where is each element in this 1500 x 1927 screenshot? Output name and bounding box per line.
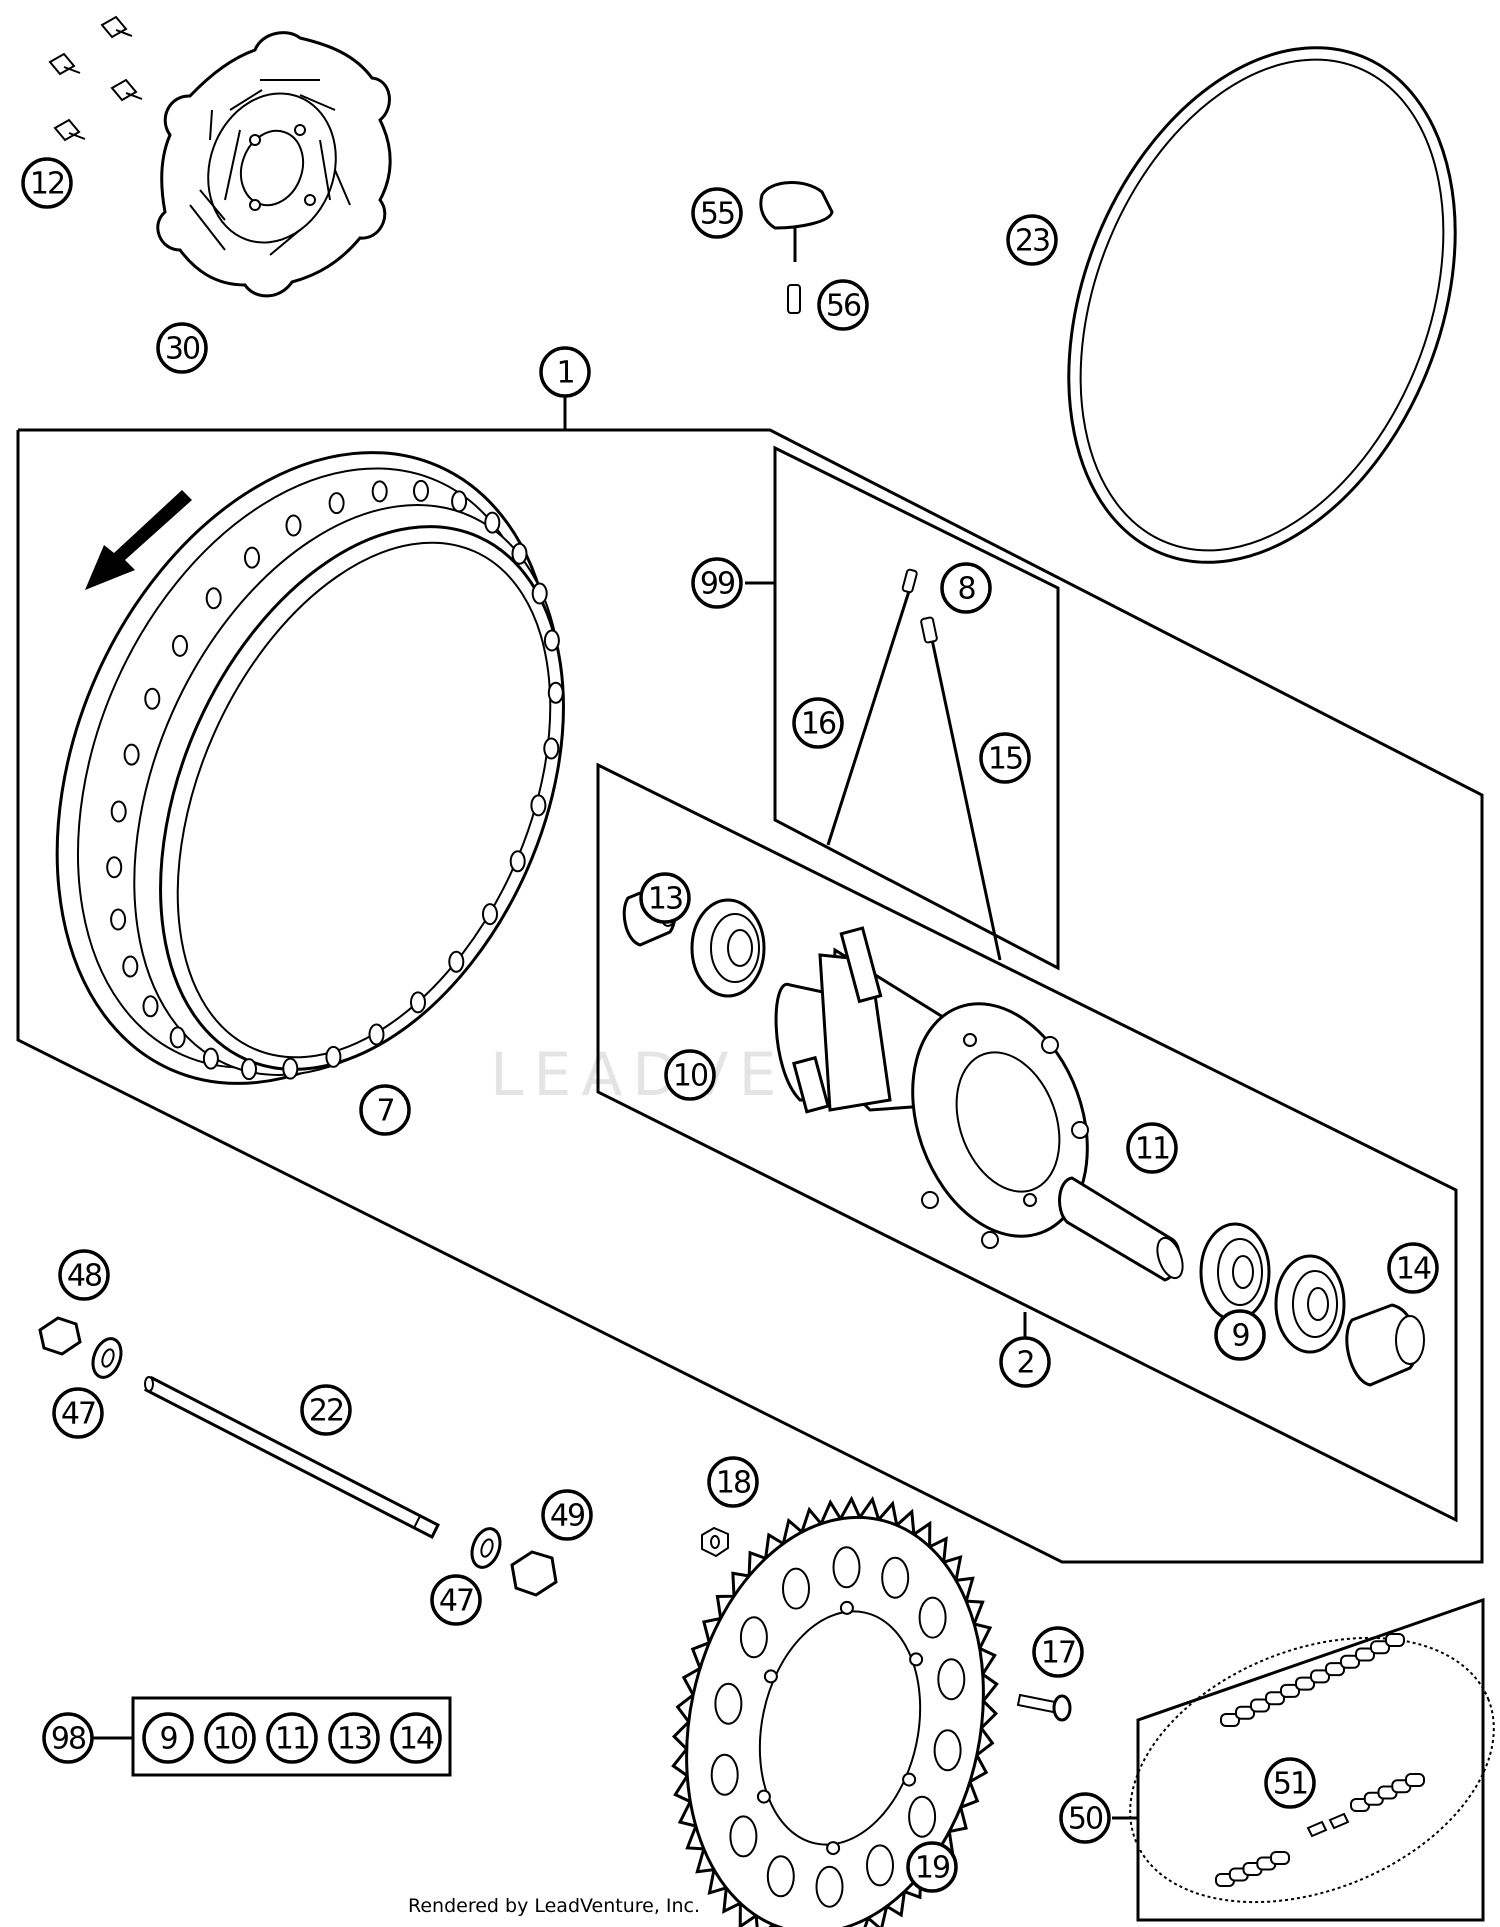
chain-kit-outline (1136, 1597, 1485, 1922)
kit-98-item-9: 9 (142, 1712, 194, 1764)
callout-11: 11 (1126, 1122, 1178, 1174)
callouts: 1278910111213141516171819222330474748495… (21, 157, 1439, 1893)
svg-text:11: 11 (275, 1722, 309, 1757)
callout-50: 50 (1059, 1792, 1111, 1844)
washer-47-left (91, 1337, 123, 1379)
callout-30: 30 (156, 322, 208, 374)
spokes (826, 568, 1002, 961)
callout-98: 98 (42, 1712, 94, 1764)
svg-text:13: 13 (648, 882, 682, 917)
svg-text:16: 16 (801, 707, 836, 742)
svg-text:47: 47 (61, 1397, 95, 1432)
rim-spoke-holes (106, 479, 564, 1081)
callout-47: 47 (430, 1574, 482, 1626)
hub-assembly-outline (596, 762, 1458, 1523)
kit-98-item-11: 11 (266, 1712, 318, 1764)
callout-16: 16 (792, 697, 844, 749)
spoke-kit-outline (773, 445, 1060, 971)
svg-text:14: 14 (1396, 1252, 1431, 1287)
callout-9: 9 (1214, 1309, 1266, 1361)
callout-13: 13 (639, 872, 691, 924)
callout-22: 22 (300, 1384, 352, 1436)
callout-18: 18 (707, 1456, 759, 1508)
svg-text:10: 10 (673, 1059, 708, 1094)
svg-text:8: 8 (957, 572, 975, 607)
callout-99: 99 (691, 557, 743, 609)
svg-text:56: 56 (826, 289, 861, 324)
axle-nut-49 (510, 1550, 558, 1597)
svg-text:99: 99 (700, 567, 734, 602)
callout-7: 7 (359, 1084, 411, 1136)
callout-2: 2 (999, 1336, 1051, 1388)
kit-98-item-10: 10 (204, 1712, 256, 1764)
callout-14: 14 (1387, 1242, 1439, 1294)
callout-10: 10 (664, 1049, 716, 1101)
sprocket-nut (701, 1526, 729, 1558)
svg-text:2: 2 (1016, 1346, 1033, 1381)
disc-screws (48, 15, 143, 142)
washer-47-right (470, 1527, 502, 1569)
svg-text:9: 9 (1231, 1319, 1248, 1354)
callout-15: 15 (979, 732, 1031, 784)
hub (622, 883, 1425, 1387)
svg-text:30: 30 (165, 332, 200, 367)
svg-text:7: 7 (376, 1094, 393, 1129)
callout-55: 55 (691, 187, 743, 239)
svg-text:10: 10 (213, 1722, 248, 1757)
svg-text:19: 19 (915, 1851, 949, 1886)
rim-tape (1067, 46, 1457, 564)
axle-nut-48 (38, 1316, 82, 1356)
svg-text:98: 98 (51, 1722, 86, 1757)
svg-text:23: 23 (1015, 224, 1049, 259)
axle (143, 1375, 441, 1540)
rotation-direction-arrow (85, 490, 192, 590)
callout-48: 48 (58, 1249, 110, 1301)
svg-text:12: 12 (30, 167, 64, 202)
svg-text:17: 17 (1041, 1636, 1075, 1671)
callout-8: 8 (940, 562, 992, 614)
svg-text:14: 14 (399, 1722, 434, 1757)
svg-text:48: 48 (67, 1259, 102, 1294)
wheel-assembly-outline (16, 428, 1484, 1564)
svg-text:47: 47 (439, 1584, 473, 1619)
callout-17: 17 (1032, 1626, 1084, 1678)
svg-text:51: 51 (1273, 1767, 1307, 1802)
svg-text:9: 9 (159, 1722, 176, 1757)
chain (1129, 1633, 1495, 1904)
callout-12: 12 (21, 157, 73, 209)
callout-47: 47 (52, 1387, 104, 1439)
callout-49: 49 (541, 1489, 593, 1541)
credit-text: Rendered by LeadVenture, Inc. (408, 1895, 700, 1917)
svg-text:13: 13 (337, 1722, 371, 1757)
callout-1: 1 (539, 346, 591, 398)
svg-text:55: 55 (700, 197, 734, 232)
svg-text:15: 15 (988, 742, 1022, 777)
svg-text:11: 11 (1135, 1132, 1169, 1167)
callout-51: 51 (1264, 1757, 1316, 1809)
valve (759, 181, 834, 314)
callout-19: 19 (906, 1841, 958, 1893)
callout-56: 56 (817, 279, 869, 331)
sprocket (671, 1495, 999, 1927)
svg-text:50: 50 (1068, 1802, 1103, 1837)
kit-98-item-13: 13 (328, 1712, 380, 1764)
sprocket-screw (1016, 1693, 1072, 1722)
svg-text:1: 1 (556, 356, 573, 391)
rim (55, 451, 565, 1085)
brake-disc (156, 31, 392, 298)
svg-text:49: 49 (550, 1499, 584, 1534)
kit-98-item-14: 14 (390, 1712, 442, 1764)
callout-23: 23 (1006, 214, 1058, 266)
svg-text:18: 18 (716, 1466, 751, 1501)
svg-text:22: 22 (309, 1394, 343, 1429)
